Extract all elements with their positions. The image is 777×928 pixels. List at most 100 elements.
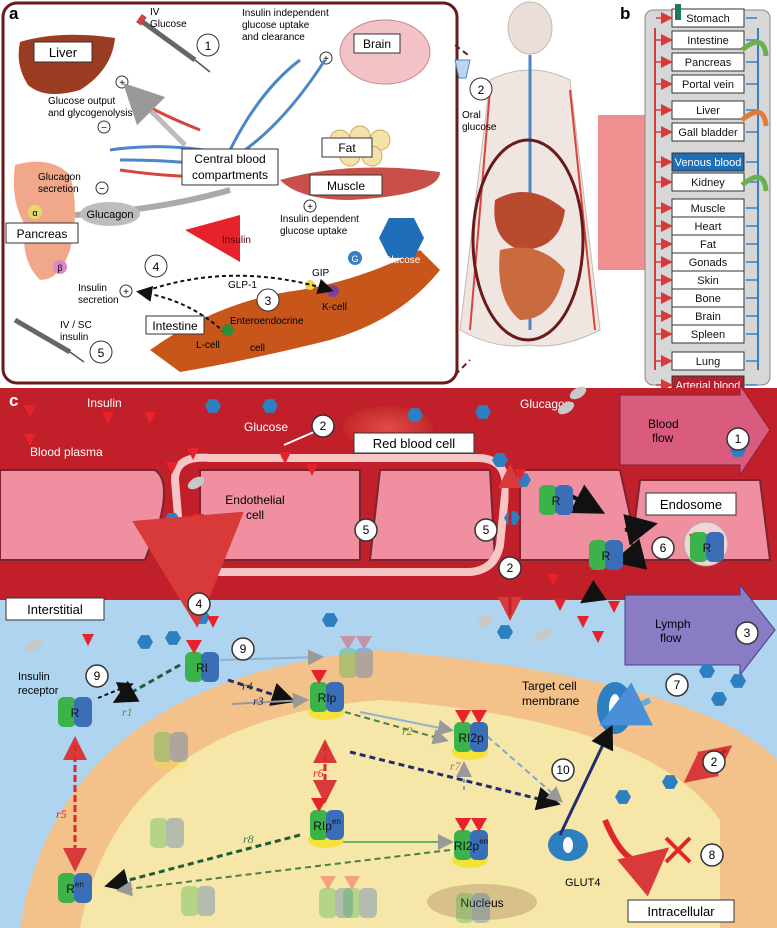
- endothelial-cell-label: cell: [246, 508, 264, 522]
- receptor-alpha-subunit: [539, 485, 557, 515]
- minus-circle-pancreas: [95, 181, 109, 195]
- human-body: [459, 1, 601, 347]
- compartment-label: Venous blood: [675, 157, 742, 169]
- glucagon-molecule: [25, 638, 43, 652]
- kcell-label: K-cell: [322, 302, 347, 313]
- beta-label: β: [57, 263, 62, 273]
- insulin-receptor-label: Insulin: [18, 671, 50, 683]
- pancreas-label: Pancreas: [17, 227, 68, 241]
- compartment-label: Stomach: [686, 13, 729, 25]
- membrane-label: membrane: [522, 694, 580, 708]
- receptor-alpha-subunit: [339, 648, 357, 678]
- receptor-alpha-subunit: [589, 540, 607, 570]
- minus-circle-liver: [97, 120, 111, 134]
- glucagon-secretion-label: Glucagon: [38, 172, 81, 183]
- step-number-c: 1: [735, 432, 742, 446]
- insulin-molecule: [144, 412, 156, 424]
- insulin-receptor-state: [181, 886, 215, 916]
- receptor-beta-subunit: [326, 810, 344, 840]
- insulin-label-a: Insulin: [222, 235, 251, 246]
- step-circle-4: [144, 254, 168, 278]
- intracellular-label: Intracellular: [647, 904, 715, 919]
- degradation-cross-icon: [664, 836, 692, 864]
- glucose-output-arrow: [122, 82, 187, 147]
- glucagon-label-c: Glucagon: [520, 397, 571, 411]
- glucose-molecule: [137, 635, 153, 649]
- compartment-label: Spleen: [691, 329, 725, 341]
- rate-label-r6: r6: [313, 766, 324, 780]
- insulin-receptor-rip: RIp: [308, 670, 344, 720]
- panel-b-letter: b: [620, 4, 630, 23]
- insulin-receptor-state: [150, 818, 184, 848]
- insulin-receptor-r: R: [690, 532, 724, 562]
- kcell-dot: [327, 285, 339, 297]
- receptor-alpha-subunit: [690, 532, 708, 562]
- step-num-5: 5: [98, 346, 105, 360]
- insulin-receptor-state: [456, 893, 490, 923]
- step-number-c: 8: [709, 848, 716, 862]
- insulin-molecule: [279, 452, 291, 464]
- glucose-output-label: Glucose output: [48, 96, 115, 107]
- step-number-c: 3: [744, 626, 751, 640]
- glucose-uptake-label: glucose uptake: [242, 20, 310, 31]
- intestine-organ: [150, 250, 440, 372]
- receptor-alpha-subunit: [150, 818, 168, 848]
- cell-label: cell: [250, 343, 265, 354]
- iv-sc-syringe: [13, 317, 85, 363]
- glucose-label-c: Glucose: [244, 420, 288, 434]
- reaction-arrow: [599, 682, 653, 726]
- receptor-alpha-subunit: [58, 697, 76, 727]
- enteroendocrine-label: Enteroendocrine: [230, 316, 304, 327]
- step-number-c: 6: [660, 541, 667, 555]
- glucose-uptake-dep-label: glucose uptake: [280, 226, 348, 237]
- endothelial-cell-mid: [199, 469, 361, 561]
- step-num-2: 2: [478, 83, 485, 97]
- insulin-receptor-state: [319, 876, 353, 918]
- insulin-molecule: [82, 634, 94, 646]
- panel-a-letter: a: [9, 4, 19, 23]
- glp1-dashed-path: [136, 285, 226, 334]
- glycogenolysis-label: and glycogenolysis: [48, 108, 133, 119]
- receptor-beta-subunit: [472, 893, 490, 923]
- step-number-c: 2: [507, 561, 514, 575]
- rbc-label-box: [353, 432, 475, 454]
- reaction-arrow: [112, 663, 181, 703]
- receptor-alpha-subunit: [343, 888, 361, 918]
- compartment-label: Kidney: [691, 177, 725, 189]
- step-circle-c-6: [651, 536, 675, 560]
- brain-label-box: [353, 33, 401, 54]
- insulin-molecule: [24, 405, 36, 417]
- step-circle-c-5: [354, 518, 378, 542]
- beta-cell: [53, 260, 67, 274]
- receptor-beta-subunit: [197, 886, 215, 916]
- pancreas-label-box: [5, 222, 79, 244]
- glucose-molecule: [407, 408, 423, 422]
- fat-label: Fat: [338, 141, 356, 155]
- receptor-beta-subunit: [359, 888, 377, 918]
- glut4-label: GLUT4: [565, 877, 600, 889]
- step-number-c: 5: [363, 523, 370, 537]
- liver-label-box: [33, 41, 93, 63]
- rate-label-r4: r4: [242, 679, 253, 693]
- receptor-beta-subunit: [470, 722, 488, 752]
- receptor-beta-subunit: [74, 873, 92, 903]
- iv-glucose-syringe: [136, 13, 211, 73]
- rbc-label: Red blood cell: [373, 436, 455, 451]
- receptor-beta-subunit: [326, 682, 344, 712]
- compartment-label: Lung: [696, 356, 720, 368]
- receptor-alpha-subunit: [310, 810, 328, 840]
- receptor-alpha-subunit: [58, 873, 76, 903]
- step-circle-c-9: [85, 664, 109, 688]
- step-circle-c-4: [187, 592, 211, 616]
- step-number-c: 10: [556, 763, 570, 777]
- glucose-molecule: [262, 399, 278, 413]
- reaction-arrow: [479, 729, 564, 803]
- insulin-receptor-state: [339, 636, 373, 678]
- receptor-alpha-subunit: [456, 893, 474, 923]
- step-circle-c-2: [498, 556, 522, 580]
- receptor-beta-subunit: [166, 818, 184, 848]
- body-highlight-ellipse: [471, 138, 585, 342]
- glucose-hexagon: [379, 218, 424, 258]
- receptor-alpha-subunit: [454, 830, 472, 860]
